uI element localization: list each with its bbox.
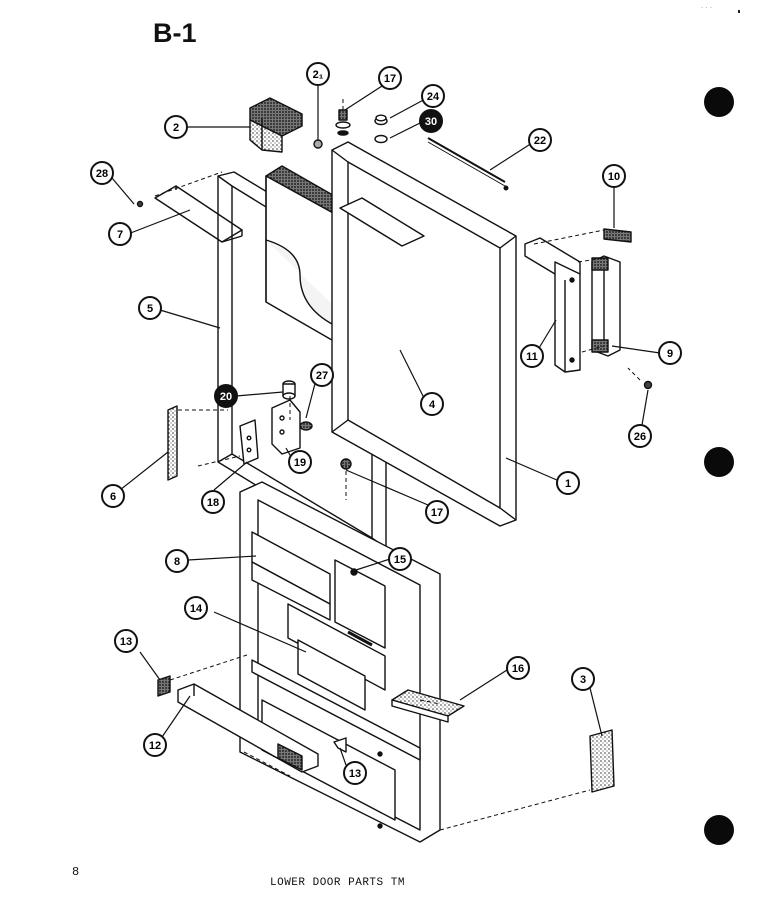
part-10-strip xyxy=(603,228,632,243)
svg-text:2₁: 2₁ xyxy=(313,69,324,81)
callout-9: 9 xyxy=(658,341,682,365)
callout-24: 24 xyxy=(421,84,445,108)
svg-text:24: 24 xyxy=(427,91,440,103)
part-17-top-fastener xyxy=(335,109,351,136)
part-22-rod xyxy=(427,137,509,191)
alignment-lines xyxy=(154,96,641,831)
svg-text:22: 22 xyxy=(534,135,546,147)
svg-text:9: 9 xyxy=(667,348,673,360)
callout-28: 28 xyxy=(90,161,114,185)
part-13-bracket-right xyxy=(333,737,347,753)
part-7-strip xyxy=(154,185,243,243)
svg-text:13: 13 xyxy=(349,768,361,780)
callout-5: 5 xyxy=(138,296,162,320)
svg-text:4: 4 xyxy=(429,399,436,411)
part-12-rail xyxy=(177,683,319,773)
part-3-panel xyxy=(589,729,615,793)
corner-mark: · · · xyxy=(701,4,713,12)
callout-17-lower: 17 xyxy=(425,500,449,524)
svg-text:5: 5 xyxy=(147,303,153,315)
callout-15: 15 xyxy=(388,547,412,571)
part-30-ring xyxy=(374,134,388,144)
svg-text:6: 6 xyxy=(110,491,116,503)
svg-text:15: 15 xyxy=(394,554,406,566)
part-13-bracket-left xyxy=(157,675,171,697)
callout-22: 22 xyxy=(528,128,552,152)
callout-6: 6 xyxy=(101,484,125,508)
svg-text:2: 2 xyxy=(173,122,179,134)
callout-21: 2₁ xyxy=(306,62,330,86)
part-21-nut xyxy=(313,139,323,149)
page-caption: LOWER DOOR PARTS TM xyxy=(270,877,405,889)
punch-hole-bottom xyxy=(704,815,734,845)
part-18-plate xyxy=(239,419,259,465)
punch-hole-middle xyxy=(704,447,734,477)
callout-8: 8 xyxy=(165,549,189,573)
part-9-handle xyxy=(591,255,621,357)
svg-text:30: 30 xyxy=(425,116,437,128)
callout-11: 11 xyxy=(520,344,544,368)
callout-4: 4 xyxy=(420,392,444,416)
tick-mark xyxy=(738,10,740,13)
svg-text:13: 13 xyxy=(120,636,132,648)
svg-text:28: 28 xyxy=(96,168,108,180)
svg-text:17: 17 xyxy=(431,507,443,519)
callout-20: 20 xyxy=(214,384,238,408)
part-11-bracket xyxy=(524,237,581,373)
svg-text:18: 18 xyxy=(207,497,219,509)
callout-19: 19 xyxy=(288,450,312,474)
part-2-block xyxy=(249,97,303,153)
svg-text:12: 12 xyxy=(149,740,161,752)
part-26-screw xyxy=(643,380,653,390)
svg-text:26: 26 xyxy=(634,431,646,443)
callouts: 2 2₁ 17 24 30 22 28 7 5 10 11 9 26 4 27 … xyxy=(90,62,682,785)
callout-14: 14 xyxy=(184,596,208,620)
callout-1: 1 xyxy=(556,471,580,495)
svg-text:16: 16 xyxy=(512,663,524,675)
part-20-bushing xyxy=(282,380,296,400)
svg-text:11: 11 xyxy=(526,351,538,363)
part-1-door-panel xyxy=(331,141,517,527)
part-8-lower-panel xyxy=(239,481,441,843)
callout-13-left: 13 xyxy=(114,629,138,653)
page-number: 8 xyxy=(72,865,80,879)
callout-16: 16 xyxy=(506,656,530,680)
svg-text:14: 14 xyxy=(190,603,203,615)
svg-text:10: 10 xyxy=(608,171,620,183)
callout-30: 30 xyxy=(419,109,443,133)
callout-3: 3 xyxy=(571,667,595,691)
callout-2: 2 xyxy=(164,115,188,139)
svg-text:27: 27 xyxy=(316,370,328,382)
part-27-screw xyxy=(299,421,313,431)
part-19-hinge xyxy=(271,399,301,455)
callout-12: 12 xyxy=(143,733,167,757)
callout-7: 7 xyxy=(108,222,132,246)
callout-17-top: 17 xyxy=(378,66,402,90)
svg-text:3: 3 xyxy=(580,674,586,686)
page-title: B-1 xyxy=(153,18,197,48)
callout-27: 27 xyxy=(310,363,334,387)
svg-text:7: 7 xyxy=(117,229,123,241)
callout-10: 10 xyxy=(602,164,626,188)
part-24-plug xyxy=(374,114,388,126)
part-16-tray xyxy=(391,689,465,723)
svg-text:20: 20 xyxy=(220,391,232,403)
svg-text:8: 8 xyxy=(174,556,180,568)
svg-text:17: 17 xyxy=(384,73,396,85)
callout-13-right: 13 xyxy=(343,761,367,785)
callout-18: 18 xyxy=(201,490,225,514)
punch-hole-top xyxy=(704,87,734,117)
part-28-screw xyxy=(136,200,144,208)
svg-text:19: 19 xyxy=(294,457,306,469)
callout-26: 26 xyxy=(628,424,652,448)
svg-text:1: 1 xyxy=(565,478,571,490)
part-6-strip xyxy=(167,405,178,481)
